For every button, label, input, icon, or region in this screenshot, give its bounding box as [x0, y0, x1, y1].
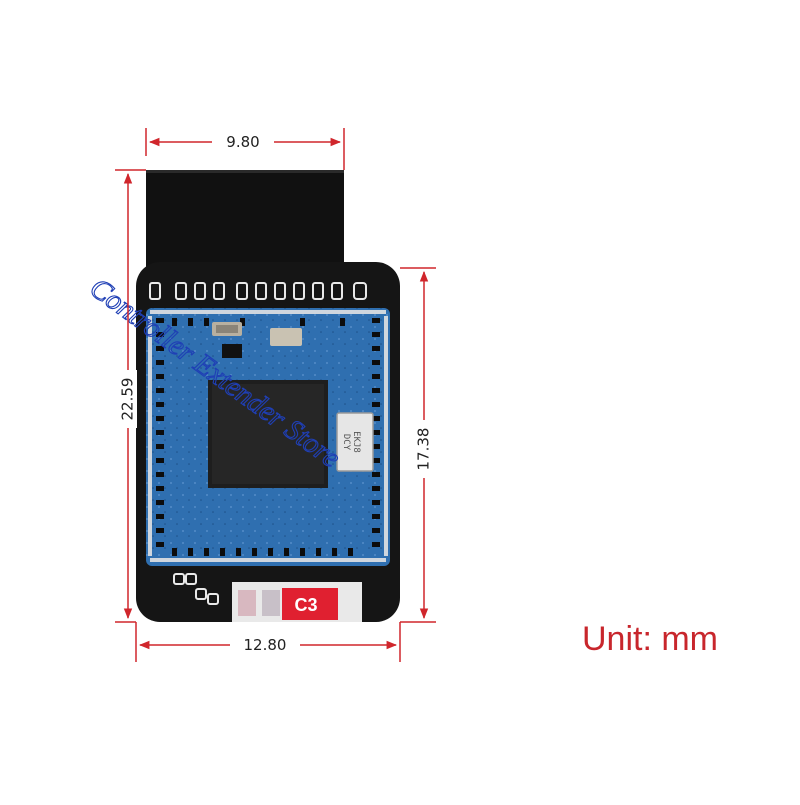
- c3-label: [282, 588, 338, 620]
- top-pin-pads: [149, 282, 367, 300]
- esp32-c3-board: EKJ8 DCY C3: [136, 170, 400, 622]
- chip-marking-2: DCY: [341, 434, 351, 451]
- model-label: C3: [294, 595, 317, 615]
- module-pads: [156, 318, 380, 556]
- bottom-width-label: 12.80: [244, 636, 287, 654]
- bottom-pads: [173, 573, 219, 605]
- unit-label: Unit: mm: [582, 620, 718, 658]
- total-height-label: 22.59: [119, 378, 137, 421]
- oscillator-chip: [336, 412, 374, 472]
- top-width-label: 9.80: [226, 133, 259, 151]
- antenna-header: [146, 170, 344, 274]
- capacitor-component: [270, 328, 302, 346]
- body-height-label: 17.38: [415, 428, 433, 471]
- chip-marking-1: EKJ8: [351, 431, 361, 453]
